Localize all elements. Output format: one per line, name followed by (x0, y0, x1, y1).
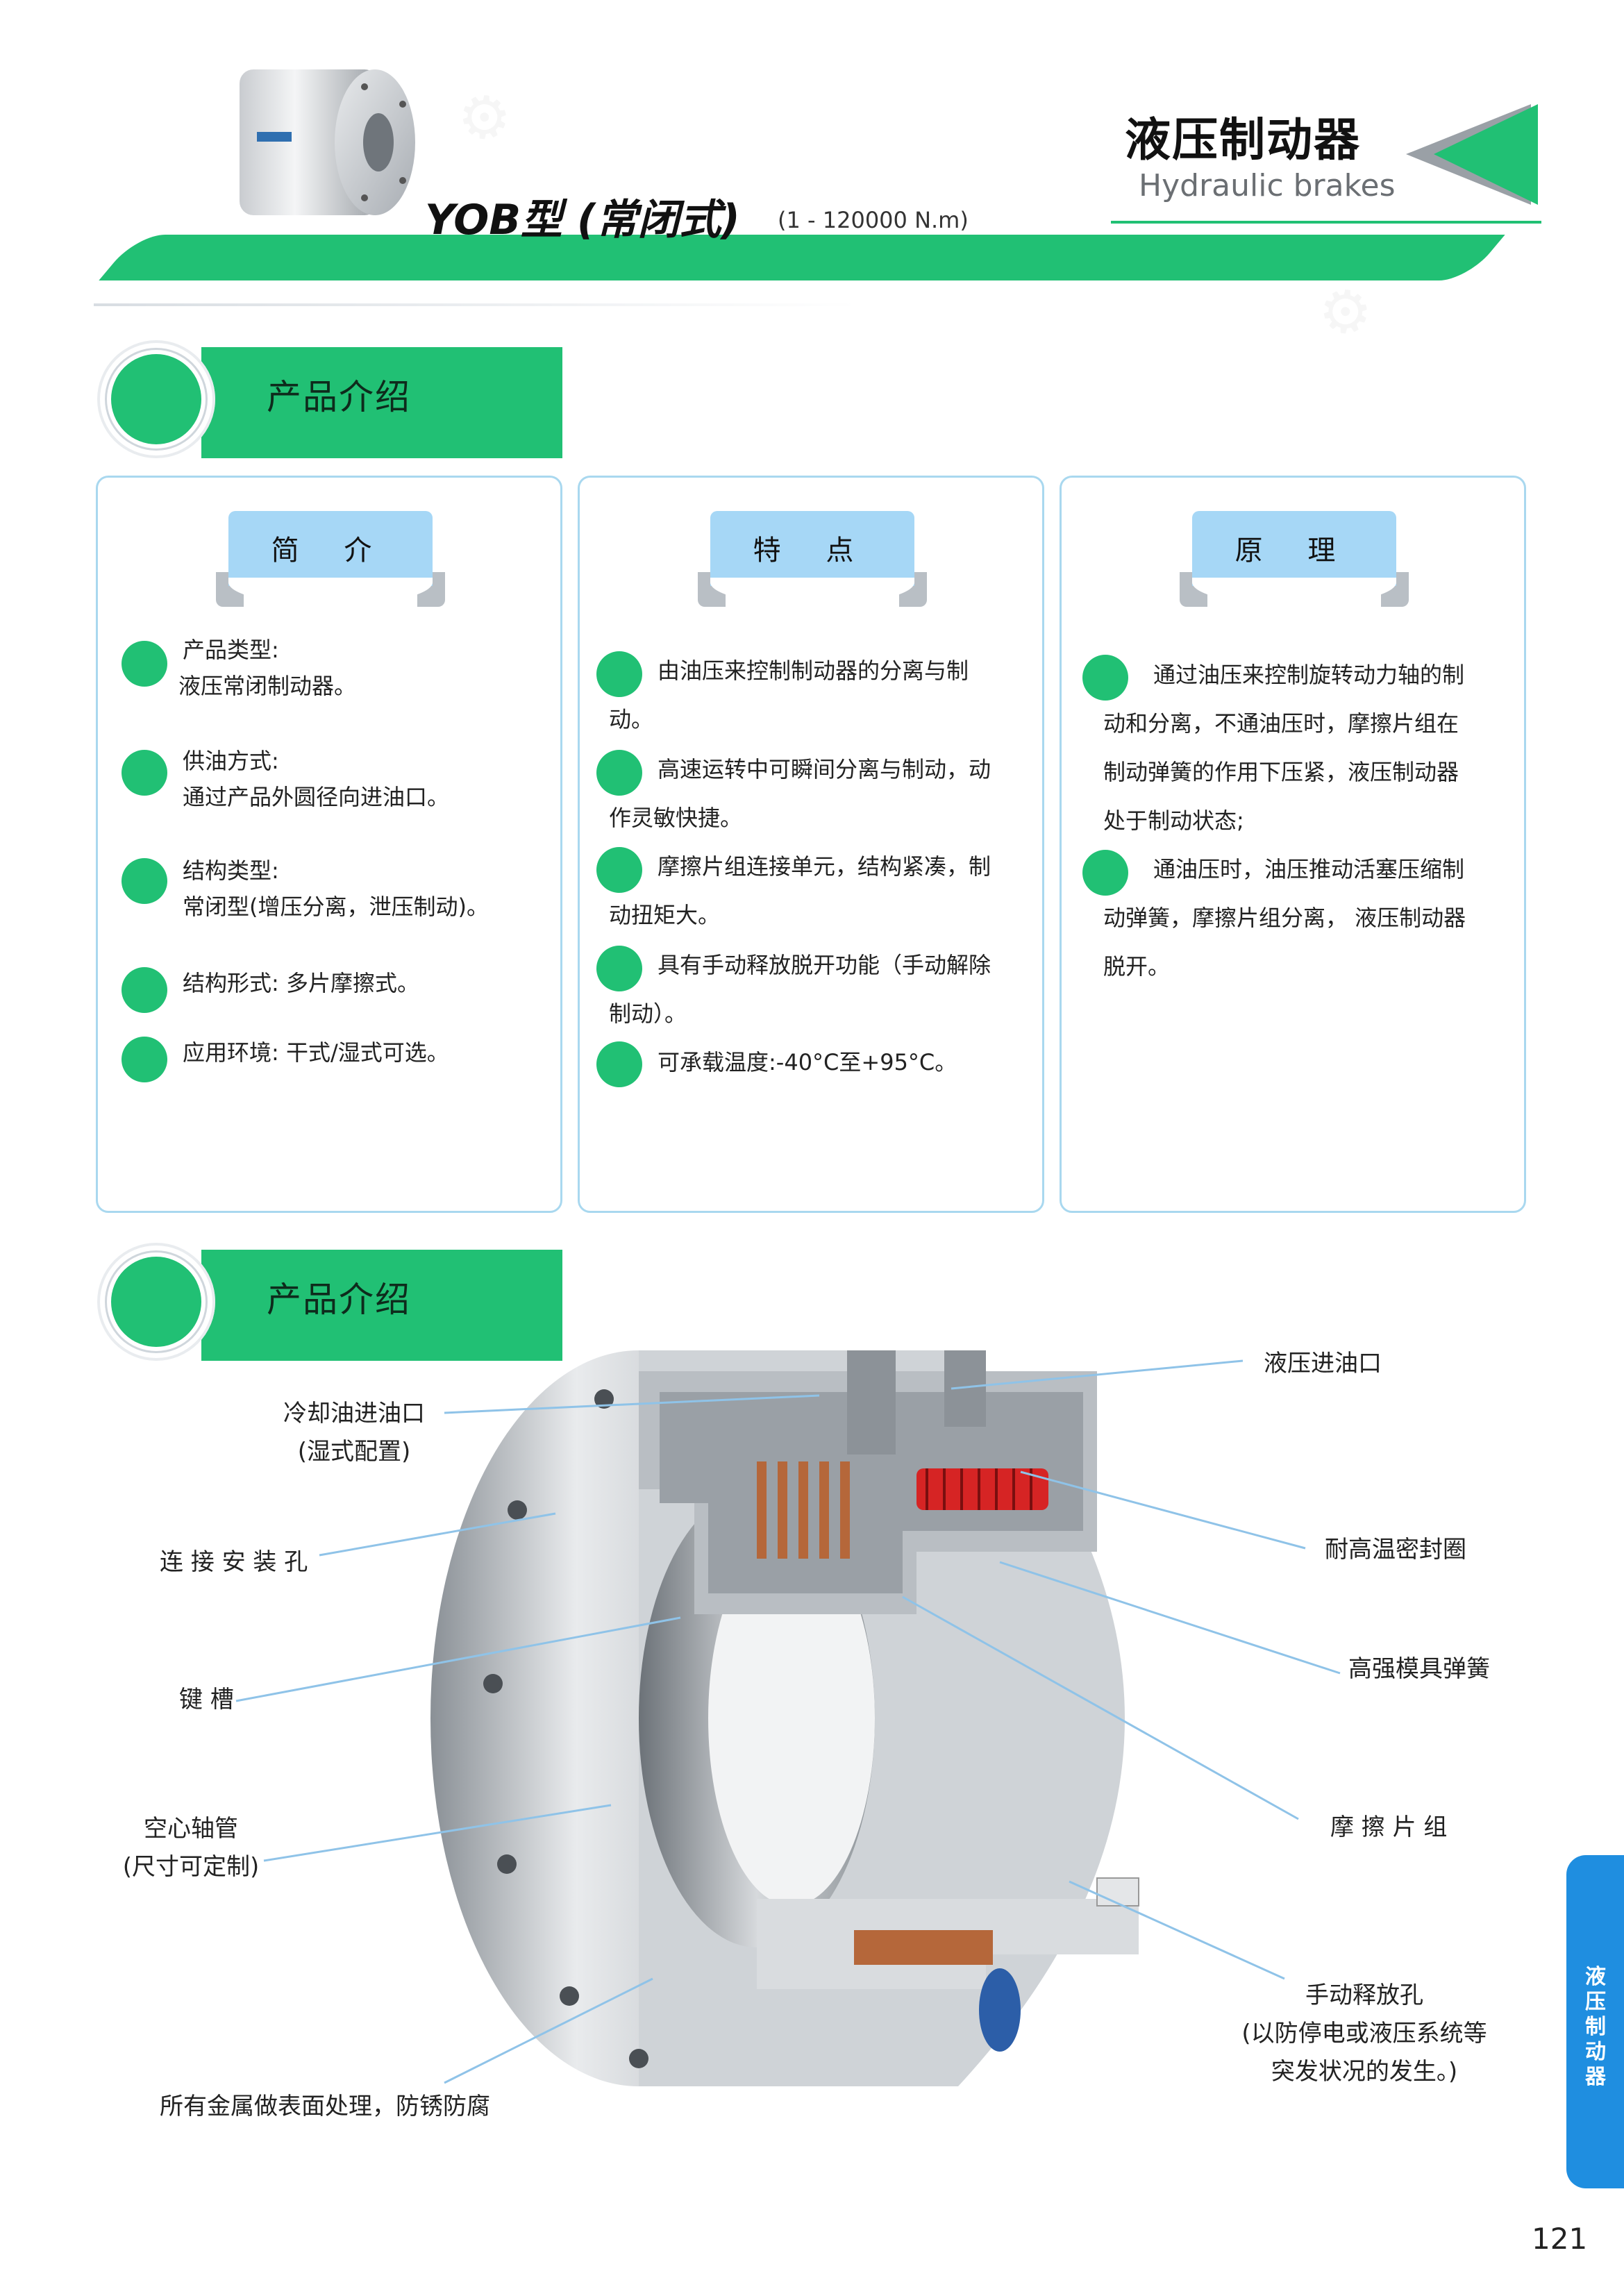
brake-cutaway-diagram (430, 1323, 1166, 2117)
side-tab-label: 液 压 制 动 器 (1585, 1965, 1606, 2089)
section-label: 产品介绍 (267, 1280, 411, 1320)
card-title-ribbon: 简 介 (216, 511, 445, 608)
header-divider (94, 303, 857, 306)
watermark: ⚙ (1305, 269, 1387, 355)
card-features: 特 点 由油压来控制制动器的分离与制 动。 高速运转中可瞬间分离与制动，动 作灵… (578, 476, 1044, 1213)
principle-line: 动和分离，不通油压时，摩擦片组在 (1103, 710, 1459, 737)
card-principle: 原 理 通过油压来控制旋转动力轴的制 动和分离，不通油压时，摩擦片组在 制动弹簧… (1060, 476, 1526, 1213)
bullet-dot (122, 1037, 167, 1082)
callout-line: 手动释放孔 (1305, 1981, 1423, 2009)
header-right-line (1111, 221, 1541, 224)
bullet-dot (1082, 850, 1128, 896)
callout-line: (尺寸可定制) (122, 1853, 260, 1881)
intro-value: 液压常闭制动器。 (178, 673, 357, 699)
callout-line: (湿式配置) (297, 1438, 411, 1466)
card-title: 特 点 (753, 535, 872, 567)
bullet-dot (122, 750, 167, 796)
principle-line: 脱开。 (1103, 953, 1171, 980)
intro-value: 常闭型(增压分离，泄压制动)。 (183, 894, 489, 920)
section-dot (107, 350, 206, 449)
intro-label: 结构类型: (183, 857, 279, 884)
bullet-dot (122, 641, 167, 687)
callout-mount-holes: 连 接 安 装 孔 (160, 1548, 308, 1576)
card-title-ribbon: 特 点 (698, 511, 927, 608)
watermark: ⚙ (444, 74, 526, 161)
section-bar (201, 347, 562, 458)
callout-line: 冷却油进油口 (283, 1400, 425, 1427)
page-subtitle: Hydraulic brakes (1139, 168, 1396, 203)
principle-line: 通过油压来控制旋转动力轴的制 (1153, 662, 1465, 688)
feature-line: 动。 (609, 706, 654, 732)
arrow-left-icon (1406, 104, 1538, 211)
card-title-ribbon: 原 理 (1180, 511, 1409, 608)
card-title: 原 理 (1234, 535, 1354, 567)
bullet-dot (596, 750, 642, 796)
feature-line: 动扭矩大。 (609, 902, 721, 928)
bullet-dot (596, 847, 642, 893)
principle-line: 动弹簧，摩擦片组分离， 液压制动器 (1103, 905, 1466, 931)
callout-manual-release: 手动释放孔 (以防停电或液压系统等 突发状况的发生。) (1222, 1976, 1507, 2086)
page-number: 121 (1532, 2222, 1588, 2256)
feature-line: 高速运转中可瞬间分离与制动，动 (658, 756, 991, 782)
intro-label: 结构形式: 多片摩擦式。 (183, 970, 419, 996)
intro-label: 应用环境: 干式/湿式可选。 (183, 1039, 449, 1066)
product-photo (236, 56, 417, 225)
page-title: 液压制动器 (1125, 113, 1361, 167)
section-label: 产品介绍 (267, 377, 411, 417)
callout-leader-lines (235, 1359, 1341, 2084)
principle-line: 制动弹簧的作用下压紧，液压制动器 (1103, 759, 1459, 785)
callout-line: 空心轴管 (144, 1815, 238, 1843)
model-range: (1 - 120000 N.m) (778, 207, 969, 233)
callout-cooling-inlet: 冷却油进油口 (湿式配置) (278, 1394, 430, 1466)
header-green-bar (99, 235, 1505, 280)
bullet-dot (596, 1041, 642, 1087)
intro-label: 产品类型: (183, 637, 279, 663)
principle-line: 通油压时，油压推动活塞压缩制 (1153, 856, 1465, 882)
callout-surface-treatment: 所有金属做表面处理，防锈防腐 (160, 2093, 490, 2120)
callout-hydraulic-inlet: 液压进油口 (1264, 1350, 1382, 1377)
intro-label: 供油方式: (183, 748, 279, 774)
feature-line: 作灵敏快捷。 (609, 805, 743, 831)
section-heading-structure: 产品介绍 (97, 1243, 562, 1361)
bullet-dot (122, 967, 167, 1013)
bullet-dot (1082, 655, 1128, 701)
callout-friction: 摩 擦 片 组 (1330, 1813, 1448, 1841)
intro-value: 通过产品外圆径向进油口。 (183, 784, 450, 810)
feature-line: 制动）。 (609, 1000, 687, 1027)
bullet-dot (596, 651, 642, 697)
feature-line: 摩擦片组连接单元，结构紧凑，制 (658, 853, 991, 880)
card-title: 简 介 (271, 535, 390, 567)
callout-seal: 耐高温密封圈 (1325, 1536, 1466, 1564)
callout-line: (以防停电或液压系统等 (1241, 2020, 1487, 2047)
side-chapter-tab (1566, 1855, 1624, 2188)
callout-spring: 高强模具弹簧 (1348, 1655, 1490, 1683)
section-dot (107, 1252, 206, 1351)
card-intro: 简 介 产品类型: 液压常闭制动器。 供油方式: 通过产品外圆径向进油口。 结构… (96, 476, 562, 1213)
section-bar (201, 1250, 562, 1361)
section-heading-intro: 产品介绍 (97, 340, 562, 458)
bullet-dot (596, 946, 642, 991)
callout-keyway: 键 槽 (179, 1686, 234, 1713)
feature-line: 由油压来控制制动器的分离与制 (658, 657, 969, 684)
principle-line: 处于制动状态; (1103, 807, 1244, 834)
model-title: YOB型 (常闭式) (425, 196, 740, 244)
feature-line: 可承载温度:-40°C至+95°C。 (658, 1049, 957, 1075)
callout-line: 突发状况的发生。) (1271, 2058, 1458, 2086)
callout-hollow-shaft: 空心轴管 (尺寸可定制) (111, 1809, 271, 1882)
feature-line: 具有手动释放脱开功能（手动解除 (658, 952, 991, 978)
bullet-dot (122, 858, 167, 904)
